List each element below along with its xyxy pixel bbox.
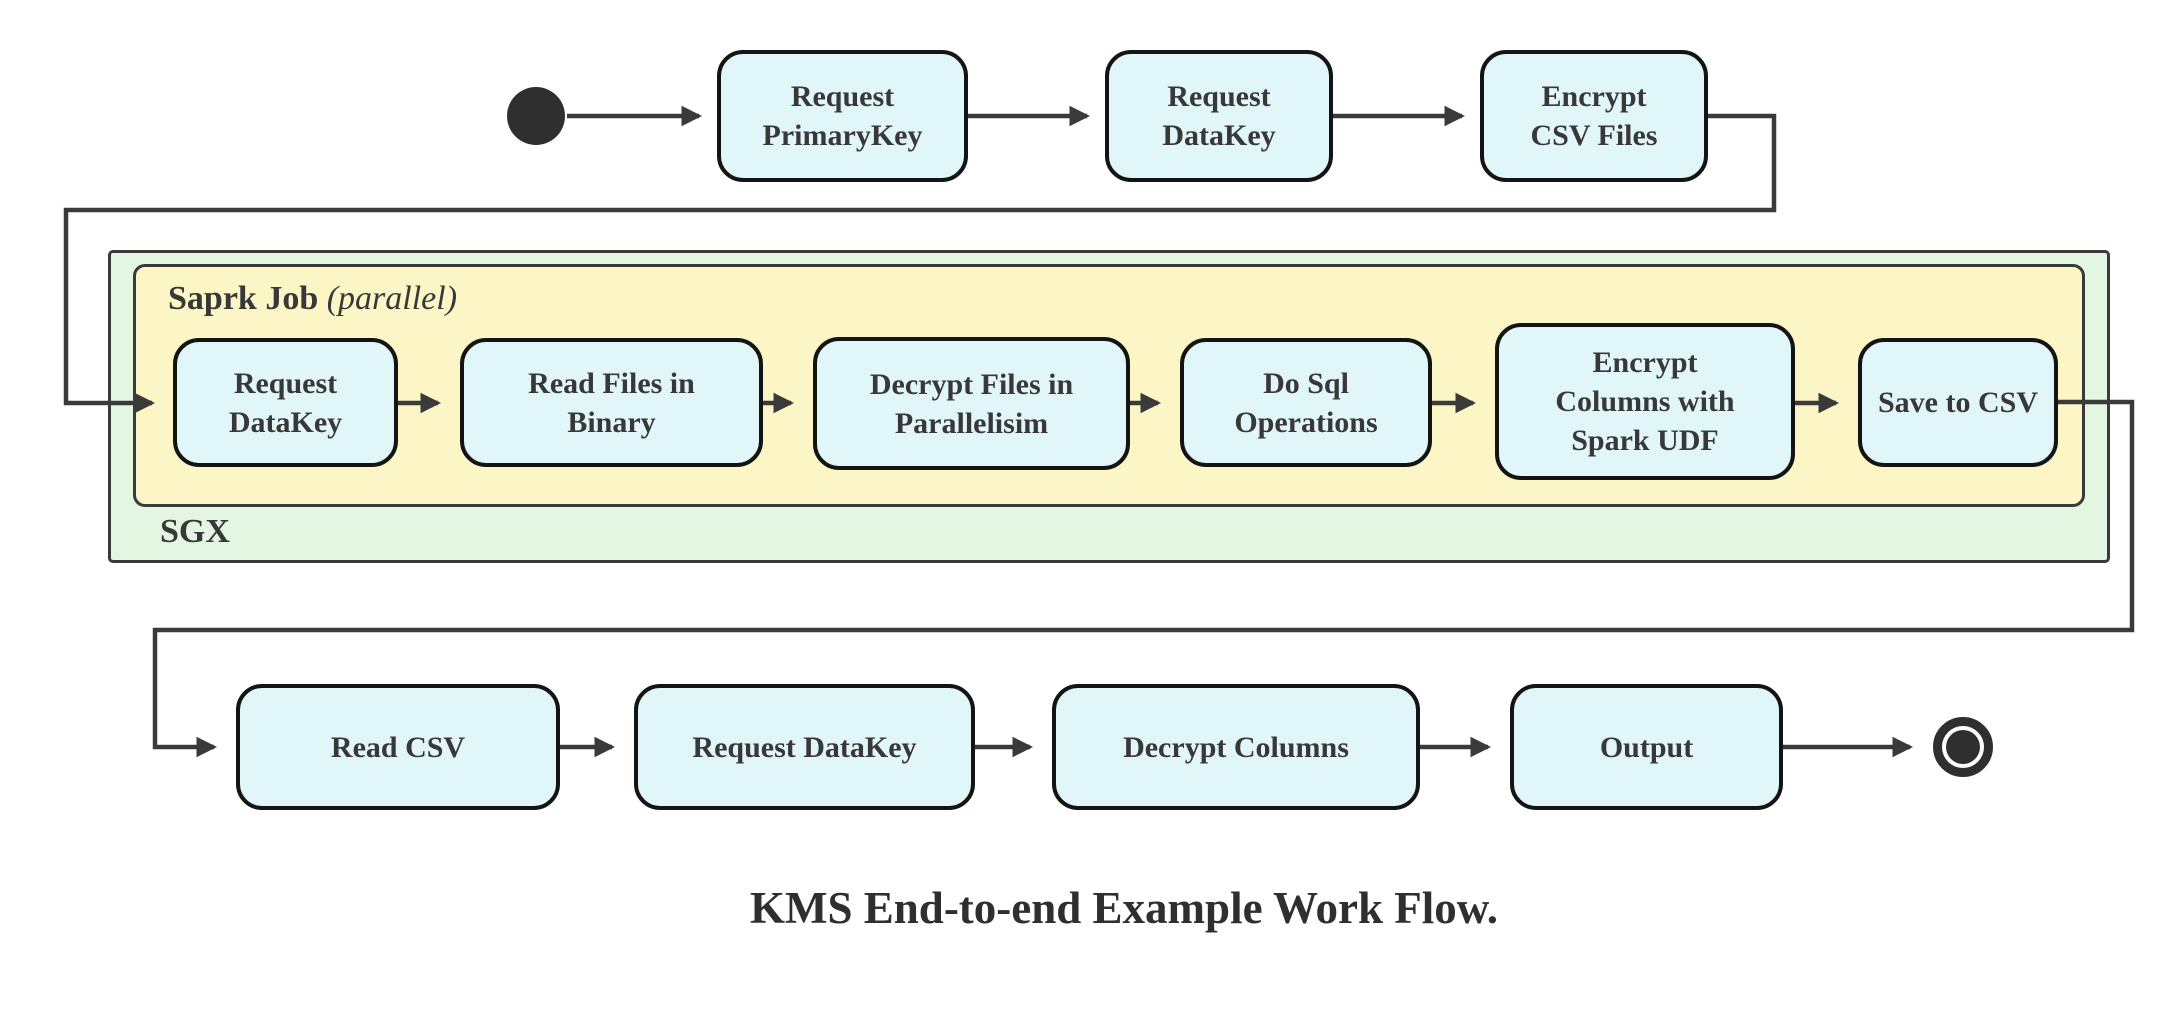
spark-job-label-title: Saprk Job [168, 280, 319, 317]
sgx-label: SGX [160, 513, 230, 550]
start-state-icon [507, 87, 565, 145]
spark-job-label: Saprk Job (parallel) [168, 281, 457, 317]
node-label-line: Spark UDF [1571, 424, 1719, 457]
node-label-line: Columns with [1555, 385, 1735, 418]
node-read-files-in-binary: Read Files in Binary [460, 338, 763, 467]
node-label-line: Request [1167, 80, 1271, 113]
node-label-line: Do Sql [1263, 366, 1349, 400]
node-do-sql-operations: Do Sql Operations [1180, 338, 1432, 467]
node-encrypt-csv-files: Encrypt CSV Files [1480, 50, 1708, 182]
node-label-line: Save to CSV [1877, 386, 2038, 419]
node-label-line: Binary [567, 405, 656, 439]
node-label-line: Encrypt [1541, 80, 1647, 113]
node-label-line: DataKey [228, 405, 343, 439]
node-save-to-csv: Save to CSV [1858, 338, 2058, 467]
node-encrypt-columns-with-spark-udf: Encrypt Columns with Spark UDF [1495, 323, 1795, 480]
node-label-line: PrimaryKey [762, 119, 923, 152]
node-request-datakey: Request DataKey [1105, 50, 1333, 182]
node-read-csv: Read CSV [236, 684, 560, 810]
spark-job-label-qualifier: (parallel) [326, 280, 458, 317]
node-label-line: Output [1599, 730, 1694, 764]
node-label-line: Read Files in [528, 366, 695, 400]
node-label-line: CSV Files [1530, 119, 1658, 152]
node-label-line: Encrypt [1592, 346, 1698, 379]
node-label-line: Operations [1234, 405, 1378, 439]
node-output: Output [1510, 684, 1783, 810]
node-label-line: Request [233, 366, 338, 400]
node-label-line: Request DataKey [692, 730, 917, 764]
node-decrypt-files-in-parallelisim: Decrypt Files in Parallelisim [813, 337, 1130, 470]
edge-save-to-csv-to-read-csv [152, 399, 2135, 758]
node-decrypt-columns: Decrypt Columns [1052, 684, 1420, 810]
node-label-line: Decrypt Files in [869, 367, 1074, 401]
node-label-line: Parallelisim [894, 406, 1049, 440]
edge-encrypt-csv-files-to-sgx-request-datakey [63, 113, 1777, 414]
node-bottom-request-datakey: Request DataKey [634, 684, 975, 810]
node-request-primarykey: Request PrimaryKey [717, 50, 968, 182]
node-label-line: DataKey [1162, 119, 1276, 152]
node-label-line: Read CSV [330, 730, 466, 764]
node-sgx-request-datakey: Request DataKey [173, 338, 398, 467]
node-label-line: Decrypt Columns [1123, 730, 1349, 764]
diagram-caption: KMS End-to-end Example Work Flow. [749, 883, 1499, 933]
end-state-inner-dot [1946, 730, 1980, 764]
node-label-line: Request [790, 80, 895, 113]
